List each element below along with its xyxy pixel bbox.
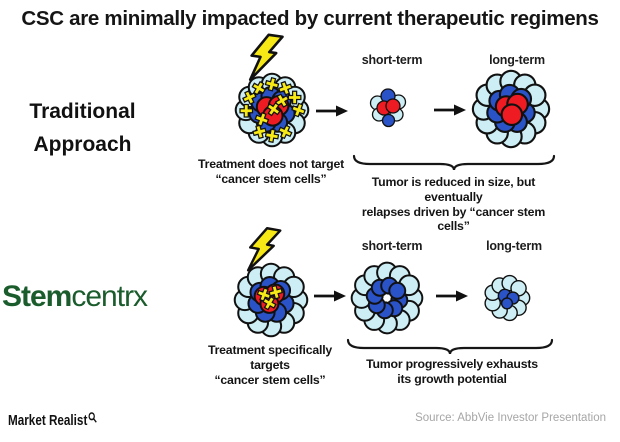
traditional-approach-label-line2: Approach [33, 133, 132, 156]
stemcentrx-logo-stem: Stem [2, 280, 72, 313]
stemcentrx-outcome-caption-line2: its growth potential [397, 371, 507, 386]
stemcentrx-treatment-caption: Treatment specifically targets “cancer s… [190, 343, 350, 387]
tumor-cluster-stemcentrx-initial [232, 261, 310, 344]
arrow-right-icon [315, 104, 349, 123]
stemcentrx-logo-centrx: centrx [71, 280, 148, 313]
traditional-approach-label-line1: Traditional [29, 100, 136, 123]
curly-brace-icon [346, 337, 554, 362]
tumor-cluster-stemcentrx-short-term [349, 260, 425, 341]
arrow-right-icon [435, 289, 469, 308]
slide-title: CSC are minimally impacted by current th… [21, 7, 599, 30]
traditional-treatment-caption-line2: “cancer stem cells” [215, 171, 327, 186]
stemcentrx-outcome-caption-line1: Tumor progressively exhausts [366, 357, 538, 371]
tumor-cluster-stemcentrx-long-term [480, 271, 534, 330]
traditional-treatment-caption: Treatment does not target “cancer stem c… [192, 157, 350, 187]
tumor-cluster-traditional-long-term [470, 68, 552, 155]
curly-brace-icon [352, 153, 556, 178]
traditional-long-term-label: long-term [489, 53, 545, 67]
tumor-cluster-traditional-short-term [363, 83, 413, 138]
market-realist-logo: Market Realist [8, 412, 97, 429]
market-realist-logo-text: Market Realist [8, 412, 88, 429]
stemcentrx-logo: Stemcentrx [2, 280, 148, 314]
tumor-cluster-traditional-initial [233, 71, 311, 154]
traditional-approach-label: Traditional Approach [10, 95, 155, 161]
source-attribution: Source: AbbVie Investor Presentation [415, 412, 606, 424]
stemcentrx-outcome-caption: Tumor progressively exhausts its growth … [356, 357, 548, 387]
traditional-outcome-caption: Tumor is reduced in size, but eventually… [346, 175, 561, 234]
magnifier-icon [88, 412, 97, 423]
traditional-outcome-caption-line1: Tumor is reduced in size, but eventually [371, 175, 536, 204]
stemcentrx-treatment-caption-line1: Treatment specifically targets [207, 343, 333, 372]
arrow-right-icon [313, 289, 347, 308]
lightning-bolt-icon [237, 29, 285, 91]
stemcentrx-long-term-label: long-term [486, 239, 542, 253]
traditional-short-term-label: short-term [361, 53, 423, 67]
stemcentrx-short-term-label: short-term [361, 239, 423, 253]
stemcentrx-treatment-caption-line2: “cancer stem cells” [214, 372, 326, 387]
traditional-outcome-caption-line2: relapses driven by “cancer stem cells” [361, 204, 546, 234]
traditional-treatment-caption-line1: Treatment does not target [197, 157, 344, 171]
lightning-bolt-icon [236, 222, 283, 283]
arrow-right-icon [433, 103, 467, 122]
